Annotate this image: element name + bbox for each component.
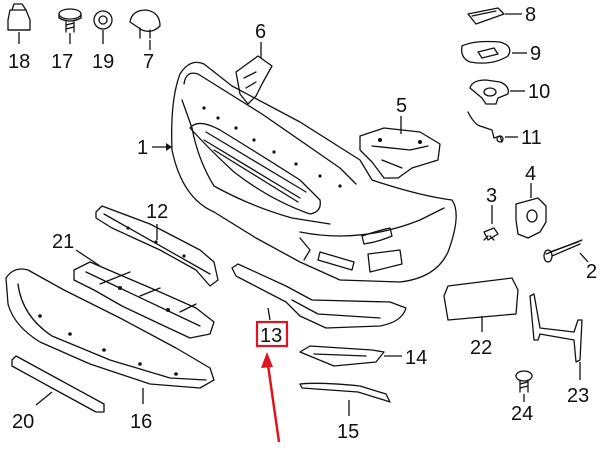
part-3-bolt [483, 227, 499, 241]
callout-16: 16 [130, 411, 152, 433]
part-11-wire [467, 111, 504, 143]
part-8-trim [467, 7, 505, 25]
callout-13: 13 [260, 325, 282, 347]
highlight-box [255, 320, 289, 348]
part-4-bracket [515, 197, 547, 239]
part-2-stud [543, 239, 583, 263]
part-18-clip [7, 3, 31, 31]
part-17-screw [58, 8, 82, 33]
callout-23: 23 [567, 385, 589, 407]
part-10-bracket [469, 79, 509, 105]
callout-20: 20 [12, 411, 34, 433]
part-16-deflector [5, 268, 215, 389]
highlight-arrow-head [261, 352, 273, 368]
part-22-license-bracket [443, 277, 519, 321]
part-12-absorber [95, 205, 219, 287]
callout-9: 9 [530, 43, 541, 65]
callout-24: 24 [511, 403, 533, 425]
part-19-nut [93, 10, 113, 30]
callout-15: 15 [337, 421, 359, 443]
part-21-bracket [73, 261, 215, 339]
callout-17: 17 [51, 51, 73, 73]
part-23-bracket [529, 293, 583, 363]
part-7-cap [129, 9, 161, 39]
callout-6: 6 [255, 21, 266, 43]
callout-8: 8 [525, 4, 536, 26]
callout-2: 2 [586, 261, 597, 283]
callout-14: 14 [405, 347, 427, 369]
callout-19: 19 [92, 51, 114, 73]
callout-5: 5 [396, 95, 407, 117]
callout-22: 22 [470, 337, 492, 359]
part-15-trim [299, 382, 391, 403]
part-20-strip [11, 355, 105, 413]
part-6-bracket [235, 55, 273, 105]
part-1-bumper-cover [171, 61, 457, 283]
callout-3: 3 [486, 185, 497, 207]
highlight-arrow [265, 357, 281, 443]
callout-4: 4 [525, 163, 536, 185]
part-13-trim [231, 263, 407, 329]
callout-21: 21 [52, 231, 74, 253]
callout-1: 1 [137, 137, 148, 159]
part-5-bracket [359, 127, 441, 179]
callout-18: 18 [8, 51, 30, 73]
callout-11: 11 [521, 127, 542, 149]
part-9-cover [461, 40, 511, 64]
part-14-trim [299, 345, 385, 367]
callout-7: 7 [143, 51, 154, 73]
callout-10: 10 [528, 81, 550, 103]
part-24-screw [515, 370, 533, 393]
callout-12: 12 [146, 201, 168, 223]
